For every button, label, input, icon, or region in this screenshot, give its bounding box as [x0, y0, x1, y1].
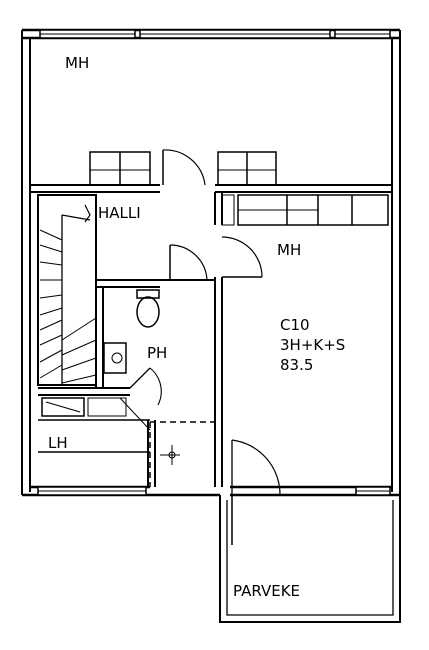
bottom-windows [37, 486, 391, 496]
room-label-ph: PH [147, 344, 167, 362]
door-mh-right [221, 236, 263, 278]
door-ph [169, 244, 208, 281]
unit-code: C10 [280, 316, 310, 334]
room-label-mh-top: MH [65, 54, 89, 72]
wardrobe-right [217, 151, 277, 186]
sink [103, 342, 127, 374]
unit-type: 3H+K+S [280, 336, 345, 354]
top-windows [39, 29, 391, 39]
ph-door-swing [119, 367, 162, 431]
toilet [136, 289, 160, 328]
unit-area: 83.5 [280, 356, 313, 374]
laundry-appliance [41, 397, 127, 417]
room-label-parveke: PARVEKE [233, 582, 300, 600]
room-label-mh-right: MH [277, 241, 301, 259]
door-mh-top [162, 149, 206, 186]
shelf-unit [221, 194, 389, 226]
floor-drain [160, 445, 180, 465]
staircase [37, 194, 97, 386]
door-parveke [231, 439, 281, 545]
wardrobe-left [89, 151, 151, 186]
room-label-lh: LH [48, 434, 68, 452]
balcony [219, 495, 401, 623]
room-label-halli: HALLI [98, 204, 141, 222]
interior-wall-horizontal [30, 184, 392, 193]
exterior-walls [21, 28, 401, 497]
